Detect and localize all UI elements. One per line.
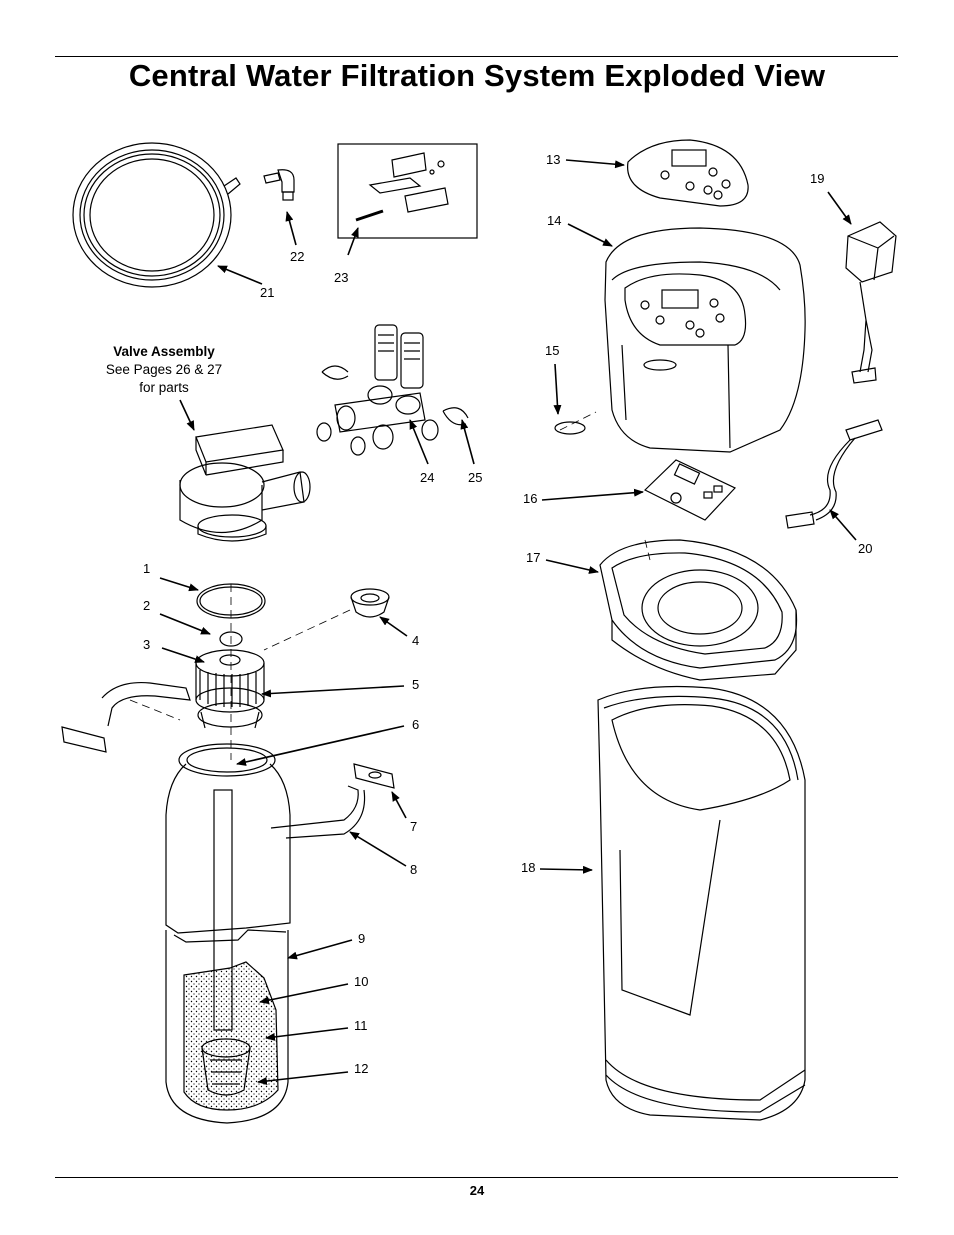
valve-assembly-label: Valve Assembly See Pages 26 & 27 for par… (82, 343, 246, 397)
bracket-kit-part (337, 143, 478, 239)
callout-10: 10 (354, 974, 369, 989)
callout-12: 12 (354, 1061, 369, 1076)
bypass-fittings-part (316, 324, 469, 456)
o-ring-part (219, 631, 243, 647)
power-adapter-part (845, 221, 897, 384)
elbow-fitting-part (263, 169, 295, 201)
callout-3: 3 (143, 637, 151, 652)
callout-9: 9 (358, 931, 366, 946)
page-title: Central Water Filtration System Exploded… (128, 58, 826, 93)
callout-13: 13 (546, 152, 561, 167)
callout-8: 8 (410, 862, 418, 877)
salt-cabinet-part (597, 685, 806, 1121)
bottom-rule (55, 1177, 898, 1178)
wire-harness-part (785, 419, 883, 529)
tubing-coil-part (72, 142, 241, 288)
callout-16: 16 (523, 491, 538, 506)
callout-2: 2 (143, 598, 151, 613)
valve-assembly-part (179, 424, 311, 542)
valve-assembly-line1: See Pages 26 & 27 (105, 362, 223, 377)
page-number: 24 (469, 1183, 485, 1198)
callout-19: 19 (810, 171, 825, 186)
callout-6: 6 (412, 717, 420, 732)
assembly-guide-lines (129, 411, 651, 760)
valve-assembly-heading: Valve Assembly (113, 344, 215, 359)
callout-24: 24 (420, 470, 435, 485)
callout-18: 18 (521, 860, 536, 875)
circuit-board-part (643, 459, 737, 521)
window-lens-part (554, 421, 586, 435)
callout-4: 4 (412, 633, 420, 648)
callout-5: 5 (412, 677, 420, 692)
callout-15: 15 (545, 343, 560, 358)
callout-21: 21 (260, 285, 275, 300)
callout-23: 23 (334, 270, 349, 285)
cabinet-cover-part (604, 227, 806, 453)
control-faceplate-part (627, 139, 749, 207)
callout-7: 7 (410, 819, 418, 834)
top-rule (55, 56, 898, 57)
callout-22: 22 (290, 249, 305, 264)
callout-17: 17 (526, 550, 541, 565)
salt-tray-part (599, 539, 798, 681)
distributor-part (195, 649, 265, 729)
callout-14: 14 (547, 213, 562, 228)
filter-tank-part (165, 743, 291, 1124)
callout-25: 25 (468, 470, 483, 485)
cap-part (350, 588, 390, 618)
callout-11: 11 (354, 1018, 368, 1033)
valve-assembly-line2: for parts (139, 380, 189, 395)
callout-1: 1 (143, 561, 151, 576)
callout-20: 20 (858, 541, 873, 556)
clamp-part (61, 681, 395, 839)
callout-arrows (159, 159, 857, 1085)
